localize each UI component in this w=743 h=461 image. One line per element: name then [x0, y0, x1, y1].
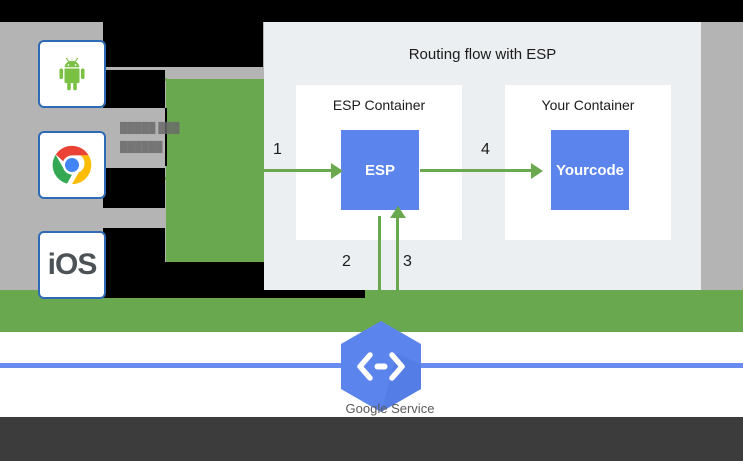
- api-caption-line1: Google Service: [345, 401, 435, 416]
- background-strip: [103, 108, 165, 120]
- esp-box[interactable]: ESP: [341, 130, 419, 210]
- arrow-1-head: [331, 163, 343, 179]
- redaction-block: [103, 70, 165, 108]
- bottom-dark-overlay-front: [0, 417, 743, 461]
- occluded-label-line2: ██████: [120, 142, 163, 153]
- step-number-1: 1: [273, 141, 282, 158]
- redaction-block: [103, 228, 165, 262]
- top-black-bar: [0, 0, 743, 22]
- right-gutter: [701, 22, 743, 290]
- occluded-label-line1: █████ ███: [120, 123, 180, 134]
- your-code-line2: code: [589, 161, 625, 179]
- routing-flow-panel: Routing flow with ESP ESP Container ESP …: [264, 22, 701, 290]
- esp-container: ESP Container ESP: [296, 85, 462, 240]
- android-icon: [59, 57, 85, 91]
- step-number-4: 4: [481, 141, 490, 158]
- arrow-1-line: [264, 169, 336, 172]
- arrow-3-line: [396, 210, 399, 322]
- arrow-4-head: [531, 163, 543, 179]
- api-hexagon-icon: [341, 321, 421, 412]
- your-code-box[interactable]: Your code: [551, 130, 629, 210]
- esp-container-title: ESP Container: [332, 97, 426, 113]
- client-card-chrome[interactable]: [38, 131, 106, 199]
- redaction-block: [103, 22, 263, 67]
- ios-label: iOS: [47, 248, 98, 281]
- chrome-icon: [52, 145, 92, 185]
- arrow-4-line: [420, 169, 536, 172]
- step-number-3: 3: [403, 253, 412, 270]
- your-code-line1: Your: [555, 161, 590, 179]
- background-strip: [103, 208, 165, 228]
- arrow-3-head: [390, 206, 406, 218]
- your-container: Your Container Your code: [505, 85, 671, 240]
- arrow-2-line: [378, 216, 381, 322]
- redaction-block: [165, 108, 167, 166]
- client-card-android[interactable]: [38, 40, 106, 108]
- step-number-2: 2: [342, 253, 351, 270]
- your-container-title: Your Container: [541, 97, 635, 113]
- client-card-ios[interactable]: iOS: [38, 231, 106, 299]
- page-title: Routing flow with ESP: [408, 46, 557, 63]
